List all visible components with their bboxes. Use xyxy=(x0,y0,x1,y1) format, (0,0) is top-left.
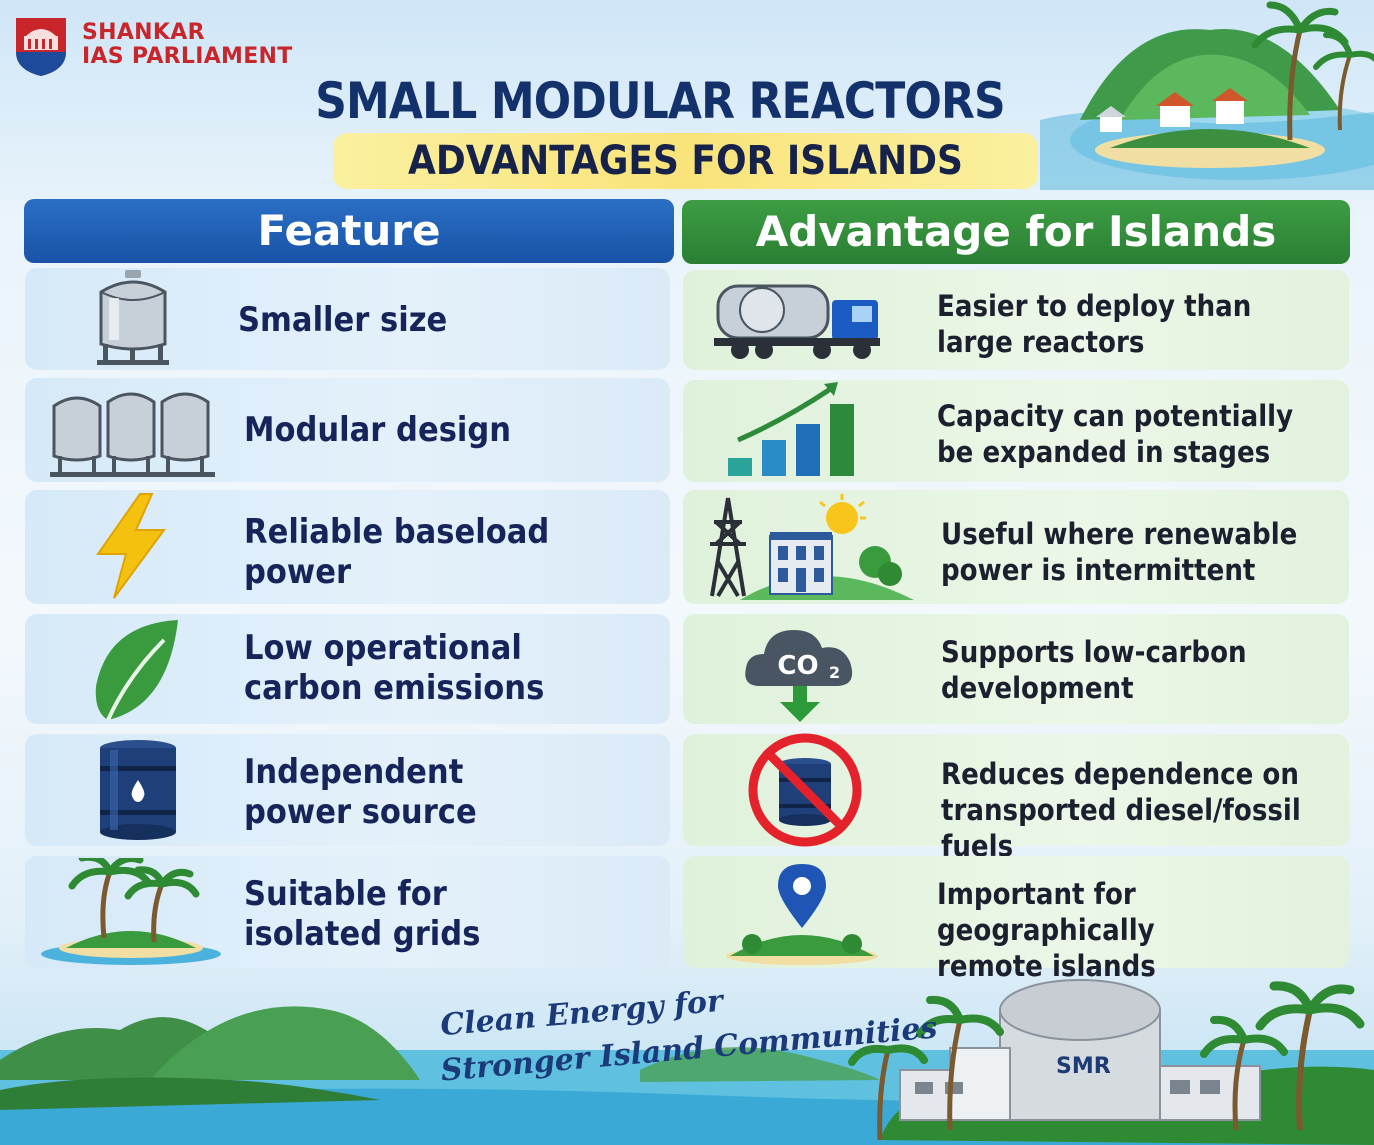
brand-name-line2: IAS PARLIAMENT xyxy=(82,44,293,69)
advantage-line: development xyxy=(941,671,1134,705)
truck-icon xyxy=(714,284,880,359)
feature-line: power xyxy=(244,552,352,592)
feature-line: Suitable for xyxy=(244,874,447,914)
feature-line: carbon emissions xyxy=(244,668,545,708)
island-scene-bottom xyxy=(0,979,1374,1145)
co2-cloud-icon: CO 2 xyxy=(745,630,853,722)
feature-line: Smaller size xyxy=(238,300,448,340)
advantage-line: Easier to deploy than xyxy=(937,289,1252,323)
feature-text-1: Smaller size xyxy=(238,300,447,340)
advantage-line: Important for geographically xyxy=(937,877,1155,947)
island-scene-top xyxy=(1040,1,1374,190)
advantage-text-5: Reduces dependence on transported diesel… xyxy=(941,756,1331,864)
svg-text:2: 2 xyxy=(829,663,840,682)
no-fuel-barrel-icon xyxy=(748,733,862,847)
brand-logo: SHANKAR IAS PARLIAMENT xyxy=(12,12,332,82)
advantage-text-1: Easier to deploy than large reactors xyxy=(937,288,1251,360)
parliament-emblem-icon xyxy=(16,18,66,76)
leaf-icon xyxy=(95,620,178,721)
advantage-line: transported diesel/fossil fuels xyxy=(941,793,1301,863)
feature-text-6: Suitable for isolated grids xyxy=(244,874,480,954)
svg-text:CO: CO xyxy=(777,651,818,681)
location-pin-island-icon xyxy=(726,864,878,965)
feature-line: Independent xyxy=(244,752,464,792)
advantage-line: Supports low-carbon xyxy=(941,635,1247,669)
feature-text-2: Modular design xyxy=(244,410,511,450)
growth-chart-icon xyxy=(728,382,854,476)
brand-name-line1: SHANKAR xyxy=(82,20,205,45)
feature-line: Low operational xyxy=(244,628,522,668)
advantage-line: Useful where renewable xyxy=(941,517,1298,551)
advantage-text-4: Supports low-carbon development xyxy=(941,634,1247,706)
feature-column-header: Feature xyxy=(24,199,674,263)
subtitle-highlight xyxy=(333,133,1038,189)
advantage-text-6: Important for geographically remote isla… xyxy=(937,876,1330,984)
advantage-line: Capacity can potentially xyxy=(937,399,1294,433)
advantage-column-header: Advantage for Islands xyxy=(682,200,1350,264)
advantage-text-2: Capacity can potentially be expanded in … xyxy=(937,398,1293,470)
feature-line: Modular design xyxy=(244,410,512,450)
storage-tank-icon xyxy=(97,270,169,365)
feature-line: Reliable baseload xyxy=(244,512,550,552)
power-tower-building-icon xyxy=(710,494,914,600)
advantage-row-2 xyxy=(683,380,1349,482)
feature-text-5: Independent power source xyxy=(244,752,477,832)
smr-building-label: SMR xyxy=(1056,1054,1111,1079)
advantage-text-3: Useful where renewable power is intermit… xyxy=(941,516,1297,588)
advantage-line: power is intermittent xyxy=(941,553,1256,587)
advantage-line: Reduces dependence on xyxy=(941,757,1299,791)
advantage-line: be expanded in stages xyxy=(937,435,1271,469)
advantage-line: remote islands xyxy=(937,949,1156,983)
lightning-bolt-icon xyxy=(96,493,166,599)
oil-barrel-icon xyxy=(100,740,176,840)
feature-line: power source xyxy=(244,792,477,832)
palm-island-icon xyxy=(41,858,221,965)
feature-line: isolated grids xyxy=(244,914,481,954)
feature-text-3: Reliable baseload power xyxy=(244,512,549,592)
page-subtitle: ADVANTAGES FOR ISLANDS xyxy=(408,138,963,184)
three-tanks-icon xyxy=(50,392,215,477)
feature-text-4: Low operational carbon emissions xyxy=(244,628,544,708)
advantage-line: large reactors xyxy=(937,325,1145,359)
